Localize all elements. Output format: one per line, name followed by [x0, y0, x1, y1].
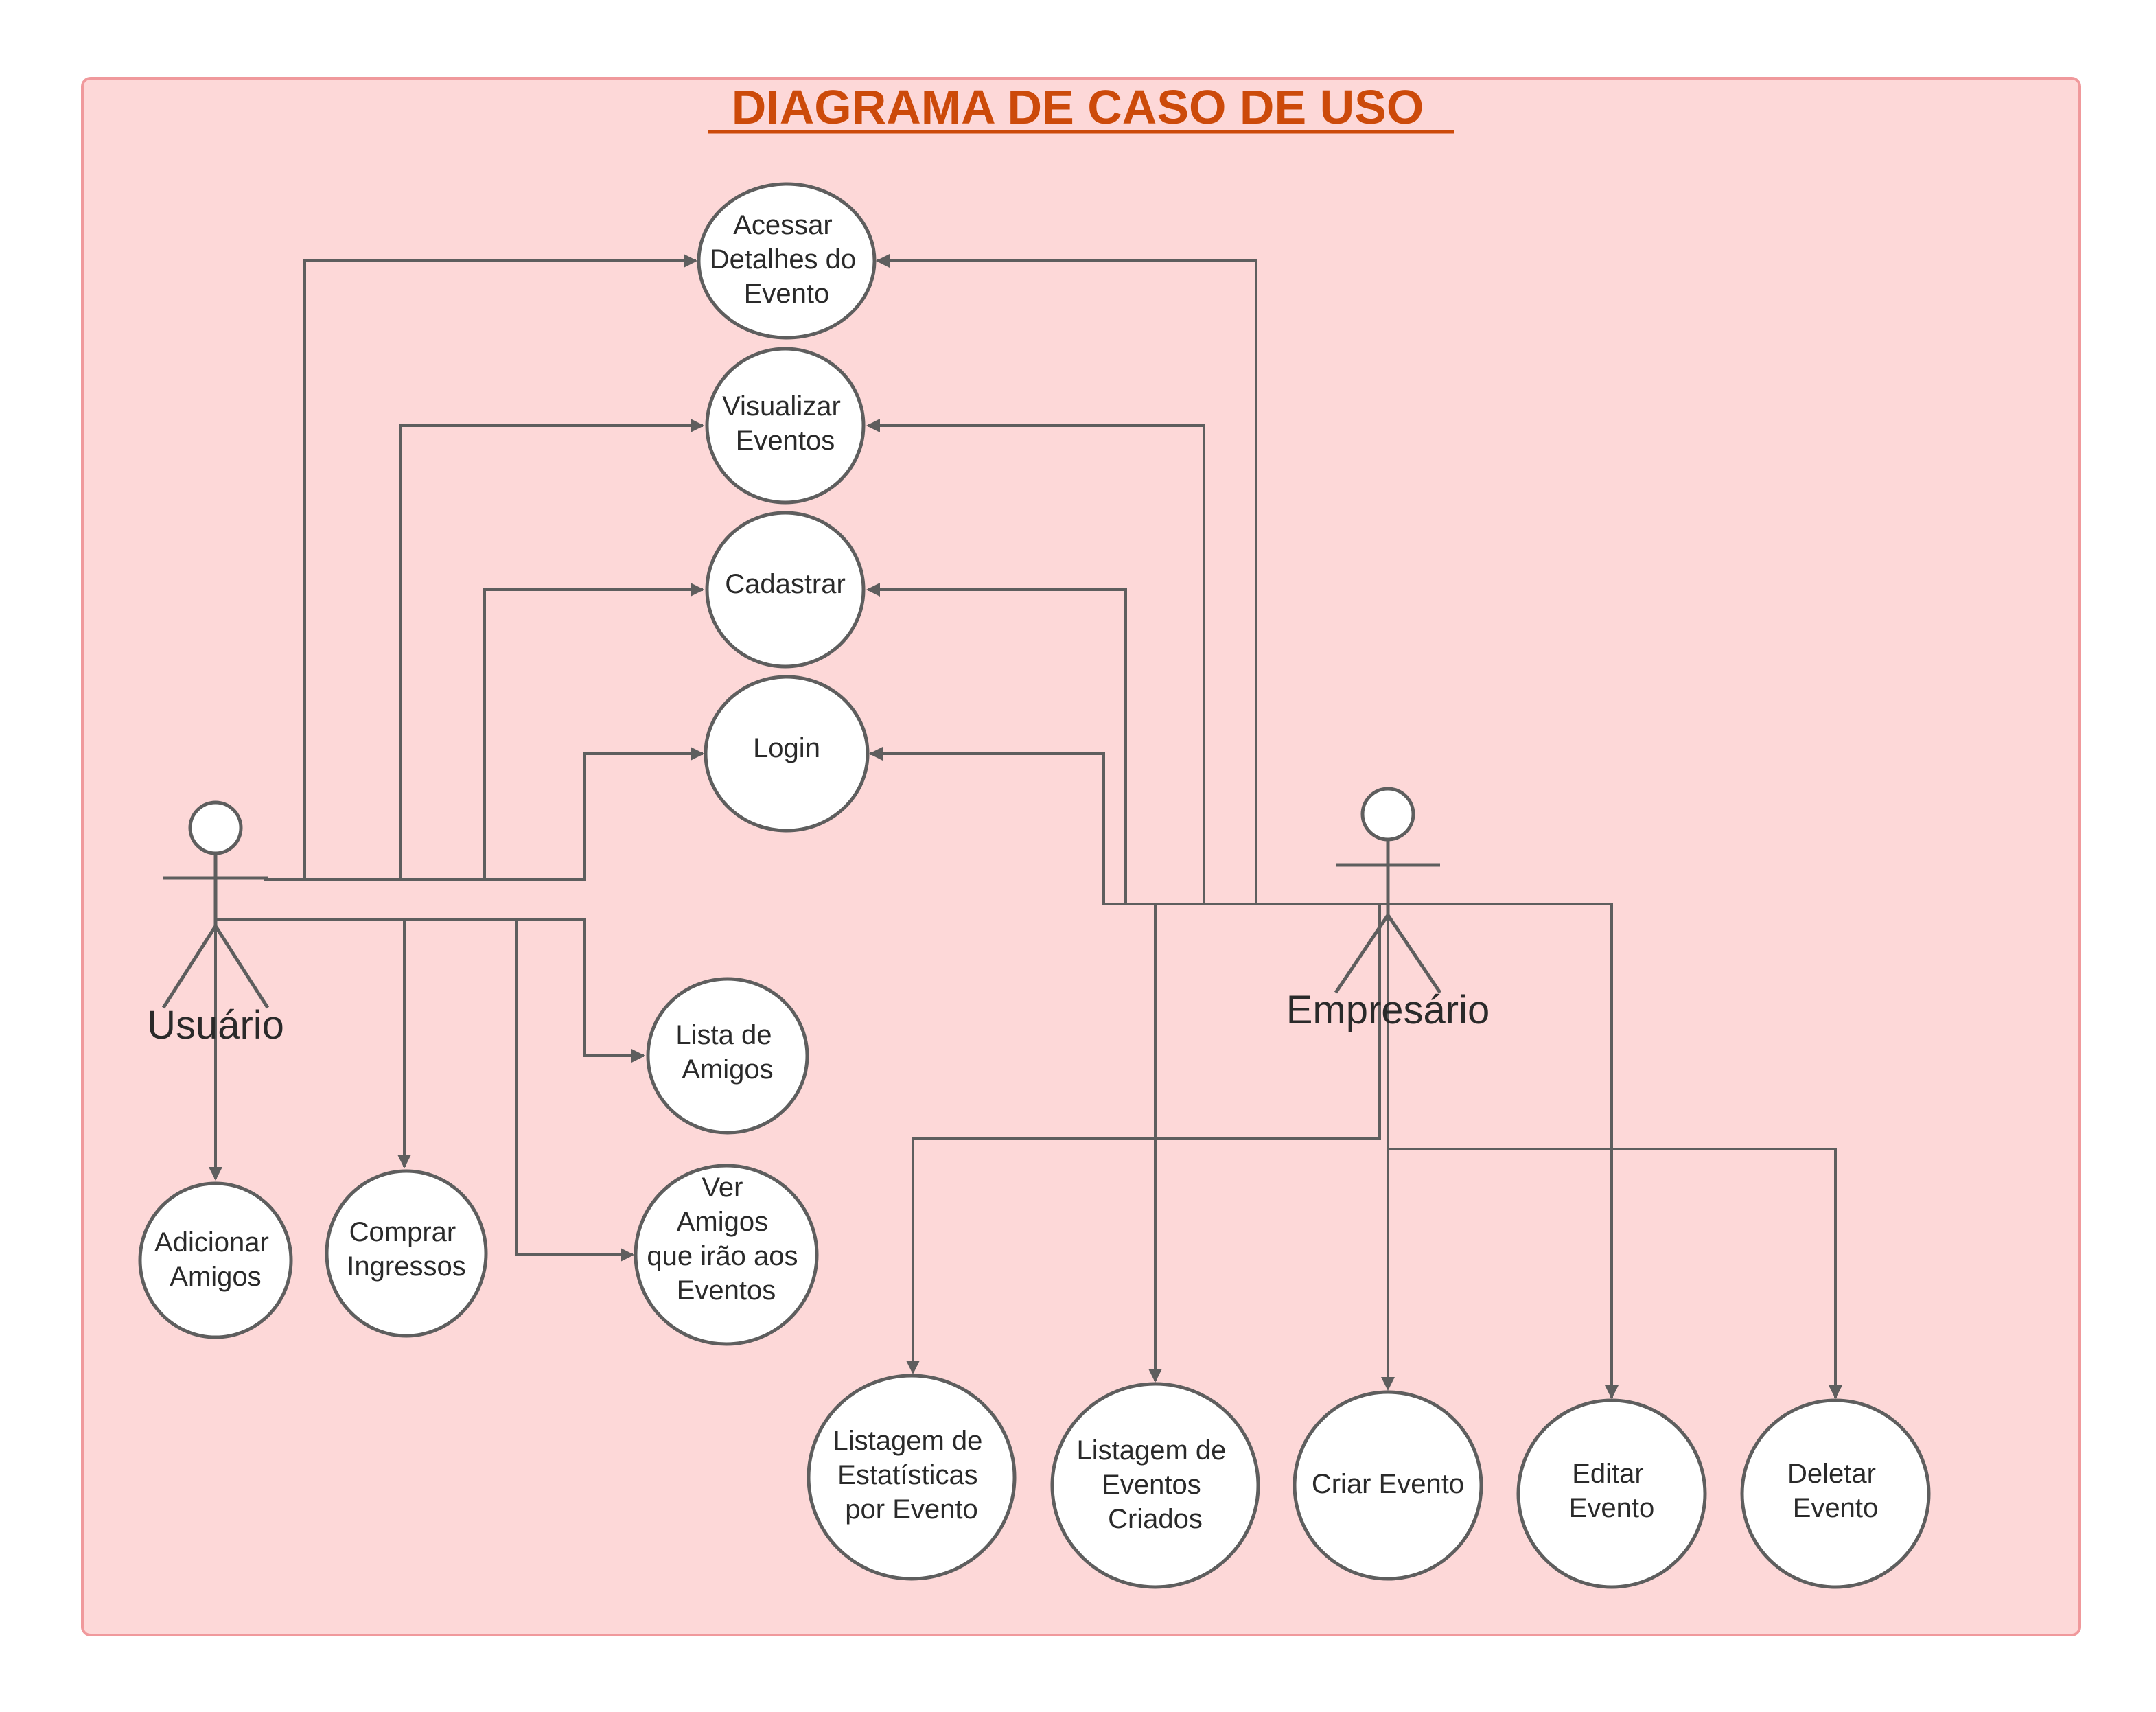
usecase-criar-evento-label: Criar Evento	[1312, 1469, 1464, 1499]
usecase-listagem-estatisticas-line-1: Listagem de	[833, 1426, 982, 1456]
usecase-ver-amigos: Ver Amigos que irão aos Eventos	[634, 1164, 819, 1346]
edge-usuario-lista-amigos	[216, 918, 645, 1063]
usecase-ver-amigos-line-1: Ver	[702, 1172, 743, 1203]
usecase-acessar-detalhes: Acessar Detalhes do Evento	[697, 182, 877, 340]
usecase-ver-amigos-line-3: que irão aos	[647, 1241, 798, 1271]
usecase-visualizar-eventos: Visualizar Eventos	[705, 347, 866, 505]
usecase-comprar-ingressos-shape	[325, 1169, 488, 1338]
usecase-cadastrar-line-1: Cadastrar	[725, 569, 846, 599]
usecase-comprar-ingressos-line-1: Comprar	[349, 1217, 456, 1247]
usecase-comprar-ingressos-label: Comprar Ingressos	[347, 1217, 465, 1282]
usecase-lista-amigos-label: Lista de Amigos	[675, 1020, 779, 1085]
usuario-associations	[209, 254, 704, 1262]
usecase-listagem-eventos-line-2: Eventos	[1102, 1470, 1201, 1500]
edge-empresario-listagem-eventos	[1148, 903, 1384, 1383]
diagram-frame	[81, 77, 2081, 1636]
usecase-login: Login	[704, 675, 870, 833]
usecase-editar-evento-line-2: Evento	[1569, 1493, 1655, 1523]
usecase-deletar-evento-line-1: Deletar	[1787, 1459, 1876, 1489]
usecase-visualizar-eventos-line-1: Visualizar	[722, 391, 841, 421]
usecase-listagem-eventos-shape	[1050, 1382, 1260, 1589]
usecase-deletar-evento-label: Deletar Evento	[1787, 1459, 1883, 1523]
usecase-cadastrar: Cadastrar	[705, 511, 866, 669]
usecase-listagem-estatisticas-line-3: por Evento	[845, 1494, 977, 1525]
usecase-editar-evento-line-1: Editar	[1572, 1459, 1644, 1489]
usecase-adicionar-amigos: Adicionar Amigos	[138, 1181, 293, 1339]
actor-empresario-right-leg	[1386, 914, 1442, 994]
usecase-acessar-detalhes-line-1: Acessar	[733, 210, 833, 240]
actor-usuario-label: Usuário	[147, 1003, 284, 1048]
usecase-ver-amigos-label: Ver Amigos que irão aos Eventos	[647, 1172, 805, 1306]
usecase-listagem-eventos: Listagem de Eventos Criados	[1050, 1382, 1260, 1589]
actor-empresario: Empresário	[1286, 787, 1490, 1032]
usecase-acessar-detalhes-line-3: Evento	[744, 279, 830, 309]
usecase-comprar-ingressos-line-2: Ingressos	[347, 1251, 465, 1282]
diagram-title: DIAGRAMA DE CASO DE USO	[732, 80, 1424, 134]
usecase-adicionar-amigos-shape	[138, 1181, 293, 1339]
usecase-login-shape	[704, 675, 870, 833]
usecase-criar-evento-shape	[1293, 1390, 1483, 1581]
usecase-ver-amigos-line-4: Eventos	[677, 1275, 776, 1306]
usecase-adicionar-amigos-line-2: Amigos	[170, 1262, 261, 1292]
edge-empresario-editar-evento	[1384, 903, 1619, 1399]
usecase-listagem-estatisticas-label: Listagem de Estatísticas por Evento	[833, 1426, 990, 1525]
usecase-comprar-ingressos: Comprar Ingressos	[325, 1169, 488, 1338]
usecase-criar-evento: Criar Evento	[1293, 1390, 1483, 1581]
usecase-deletar-evento: Deletar Evento	[1740, 1398, 1931, 1589]
actor-empresario-head	[1360, 787, 1415, 842]
usecase-lista-amigos-line-1: Lista de	[675, 1020, 772, 1050]
empresario-associations	[866, 254, 1842, 1399]
actor-empresario-label: Empresário	[1286, 988, 1490, 1032]
actor-usuario: Usuário	[147, 800, 284, 1048]
usecase-criar-evento-line-1: Criar Evento	[1312, 1469, 1464, 1499]
usecase-lista-amigos-line-2: Amigos	[682, 1054, 773, 1085]
actor-empresario-left-leg	[1334, 914, 1390, 994]
usecase-cadastrar-shape	[705, 511, 866, 669]
usecase-login-label: Login	[753, 733, 820, 763]
actor-usuario-left-leg	[161, 925, 218, 1009]
usecase-visualizar-eventos-label: Visualizar Eventos	[722, 391, 848, 456]
usecase-adicionar-amigos-label: Adicionar Amigos	[154, 1227, 277, 1292]
usecase-visualizar-eventos-line-2: Eventos	[736, 426, 835, 456]
edge-usuario-login	[264, 747, 704, 881]
usecase-adicionar-amigos-line-1: Adicionar	[154, 1227, 269, 1258]
usecase-acessar-detalhes-line-2: Detalhes do	[710, 244, 856, 275]
usecase-login-line-1: Login	[753, 733, 820, 763]
usecase-listagem-eventos-line-1: Listagem de	[1076, 1435, 1226, 1466]
usecase-ver-amigos-line-2: Amigos	[677, 1207, 768, 1237]
actor-usuario-right-leg	[213, 925, 270, 1009]
usecase-cadastrar-label: Cadastrar	[725, 569, 846, 599]
usecase-listagem-estatisticas: Listagem de Estatísticas por Evento	[807, 1374, 1017, 1581]
usecase-lista-amigos-shape	[646, 977, 809, 1135]
usecase-editar-evento-shape	[1516, 1398, 1707, 1589]
usecase-listagem-eventos-line-3: Criados	[1108, 1504, 1203, 1534]
usecase-acessar-detalhes-shape	[697, 182, 877, 340]
usecase-ver-amigos-shape	[634, 1164, 819, 1346]
usecase-listagem-eventos-label: Listagem de Eventos Criados	[1076, 1435, 1233, 1534]
usecase-acessar-detalhes-label: Acessar Detalhes do Evento	[710, 210, 864, 309]
usecase-listagem-estatisticas-line-2: Estatísticas	[837, 1460, 978, 1490]
usecase-listagem-estatisticas-shape	[807, 1374, 1017, 1581]
usecase-deletar-evento-line-2: Evento	[1793, 1493, 1879, 1523]
actor-usuario-head	[188, 800, 243, 855]
usecase-editar-evento: Editar Evento	[1516, 1398, 1707, 1589]
usecase-visualizar-eventos-shape	[705, 347, 866, 505]
usecase-lista-amigos: Lista de Amigos	[646, 977, 809, 1135]
usecase-editar-evento-label: Editar Evento	[1569, 1459, 1655, 1523]
usecase-deletar-evento-shape	[1740, 1398, 1931, 1589]
